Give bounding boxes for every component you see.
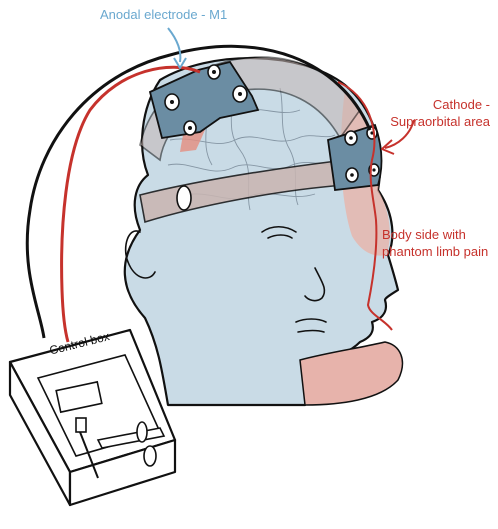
- control-box-knob-bottom: [144, 446, 156, 466]
- bodyside-label-line2: phantom limb pain: [382, 243, 488, 260]
- side-clip: [177, 186, 191, 210]
- cathode-label-line1: Cathode -: [380, 96, 490, 113]
- control-box-knob-top: [137, 422, 147, 442]
- anodal-electrode-label: Anodal electrode - M1: [100, 6, 227, 23]
- control-box-switch: [76, 418, 86, 432]
- cathode-label-line2: Supraorbital area: [380, 113, 490, 130]
- bodyside-label-line1: Body side with: [382, 226, 488, 243]
- cathode-label: Cathode - Supraorbital area: [380, 96, 490, 130]
- bodyside-label: Body side with phantom limb pain: [382, 226, 488, 260]
- anodal-arrow: [168, 28, 180, 62]
